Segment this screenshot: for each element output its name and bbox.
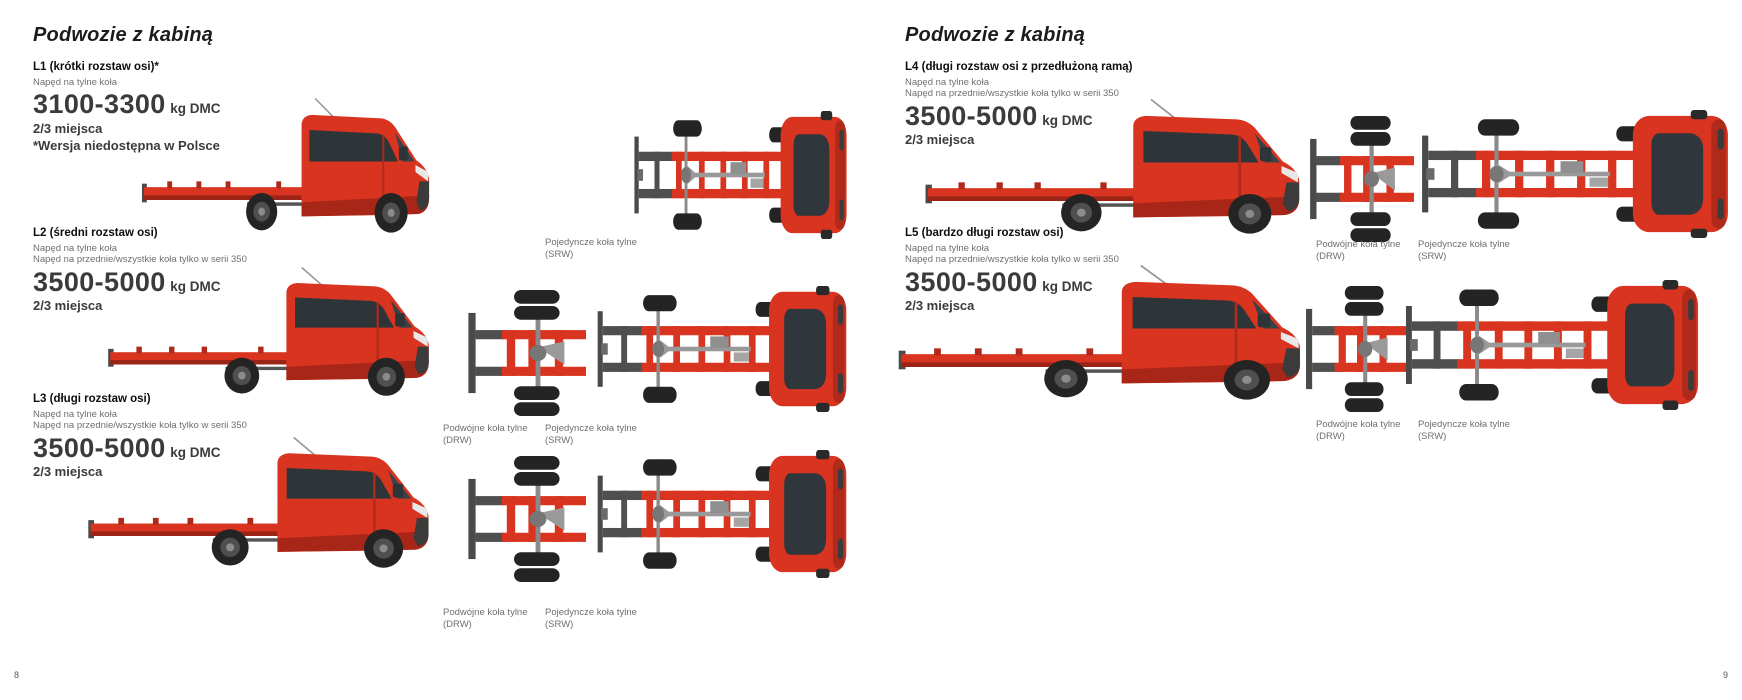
drive-line: Napęd na tylne koła (33, 243, 117, 254)
chassis-top-view-srw-l3 (597, 450, 847, 578)
chassis-side-view-l1 (140, 97, 431, 234)
drive-line: Napęd na tylne koła (905, 77, 989, 88)
gvw-value: 3500-5000 (33, 432, 166, 463)
chassis-side-view-l5 (897, 264, 1302, 402)
chassis-top-view-srw-l1 (634, 111, 847, 239)
caption-line: Podwójne koła tylne (443, 607, 528, 618)
drive-line: Napęd na przednie/wszystkie koła tylko w… (905, 254, 1119, 266)
chassis-top-view-drw-l3 (468, 456, 586, 582)
chassis-top-view-drw-l5 (1306, 286, 1406, 412)
drive-line: Napęd na tylne koła (33, 77, 117, 88)
chassis-side-view-l3 (87, 436, 430, 569)
variant-title: L2 (średni rozstaw osi) (33, 227, 158, 239)
gvw-unit: kg DMC (170, 278, 221, 294)
gvw-unit: kg DMC (1042, 112, 1093, 128)
variant-title: L1 (krótki rozstaw osi)* (33, 61, 159, 73)
chassis-top-view-srw-l4 (1422, 110, 1728, 238)
gvw-unit: kg DMC (170, 444, 221, 460)
seats-line: 2/3 miejsca (33, 120, 103, 136)
variant-block-l5: L5 (bardzo długi rozstaw osi) Napęd na t… (905, 227, 1119, 313)
drive-line: Napęd na tylne koła (905, 243, 989, 254)
gvw-unit: kg DMC (1042, 278, 1093, 294)
seats-line: 2/3 miejsca (33, 464, 103, 480)
caption-line: Pojedyncze koła tylne (545, 607, 637, 618)
chassis-side-view-l4 (924, 98, 1301, 235)
caption-line: (SRW) (545, 435, 574, 447)
caption-line: (SRW) (545, 619, 574, 631)
variant-title: L3 (długi rozstaw osi) (33, 393, 151, 405)
caption-line: (DRW) (443, 435, 472, 447)
seats-line: 2/3 miejsca (905, 298, 975, 314)
gvw-unit: kg DMC (170, 101, 221, 117)
availability-note: *Wersja niedostępna w Polsce (33, 137, 220, 153)
gvw-value: 3500-5000 (33, 266, 166, 297)
caption-line: Podwójne koła tylne (1316, 419, 1401, 430)
chassis-side-view-l2 (107, 266, 430, 397)
caption-line: Pojedyncze koła tylne (1418, 239, 1510, 250)
seats-line: 2/3 miejsca (33, 298, 103, 314)
caption-drw: Podwójne koła tylne (DRW) (1316, 419, 1401, 444)
drive-line: Napęd na tylne koła (33, 409, 117, 420)
drive-line: Napęd na przednie/wszystkie koła tylko w… (33, 420, 247, 432)
page-number-right: 9 (1723, 670, 1729, 680)
caption-drw: Podwójne koła tylne (DRW) (443, 423, 528, 448)
caption-line: Podwójne koła tylne (1316, 239, 1401, 250)
caption-line: (SRW) (1418, 251, 1447, 263)
gvw-line: 3500-5000 kg DMC (33, 434, 247, 462)
chassis-top-view-srw-l5 (1405, 280, 1699, 410)
caption-line: Pojedyncze koła tylne (545, 423, 637, 434)
variant-title: L4 (długi rozstaw osi z przedłużoną ramą… (905, 61, 1133, 73)
gvw-value: 3100-3300 (33, 89, 166, 120)
gvw-line: 3500-5000 kg DMC (33, 268, 247, 296)
variant-block-l4: L4 (długi rozstaw osi z przedłużoną ramą… (905, 61, 1132, 147)
variant-block-l3: L3 (długi rozstaw osi) Napęd na tylne ko… (33, 393, 247, 479)
caption-line: Pojedyncze koła tylne (1418, 419, 1510, 430)
caption-srw: Pojedyncze koła tylne (SRW) (545, 423, 637, 448)
caption-drw: Podwójne koła tylne (DRW) (1316, 239, 1401, 264)
caption-line: (DRW) (1316, 251, 1345, 263)
gvw-value: 3500-5000 (905, 266, 1038, 297)
caption-line: (DRW) (1316, 431, 1345, 443)
page-title: Podwozie z kabiną (905, 24, 1086, 46)
page-title: Podwozie z kabiną (33, 24, 214, 46)
caption-srw: Pojedyncze koła tylne (SRW) (1418, 419, 1510, 444)
chassis-top-view-srw-l2 (597, 286, 847, 412)
caption-line: Podwójne koła tylne (443, 423, 528, 434)
variant-block-l2: L2 (średni rozstaw osi) Napęd na tylne k… (33, 227, 247, 313)
caption-line: (DRW) (443, 619, 472, 631)
gvw-line: 3100-3300 kg DMC (33, 90, 220, 118)
caption-srw: Pojedyncze koła tylne (SRW) (1418, 239, 1510, 264)
chassis-top-view-drw-l4 (1310, 116, 1414, 242)
caption-line: (SRW) (545, 249, 574, 261)
caption-srw: Pojedyncze koła tylne (SRW) (545, 237, 637, 262)
gvw-line: 3500-5000 kg DMC (905, 268, 1119, 296)
gvw-line: 3500-5000 kg DMC (905, 102, 1132, 130)
variant-block-l1: L1 (krótki rozstaw osi)* Napęd na tylne … (33, 61, 220, 153)
caption-line: (SRW) (1418, 431, 1447, 443)
gvw-value: 3500-5000 (905, 100, 1038, 131)
drive-line: Napęd na przednie/wszystkie koła tylko w… (905, 88, 1119, 100)
page-number-left: 8 (14, 670, 20, 680)
chassis-top-view-drw-l2 (468, 290, 586, 416)
caption-drw: Podwójne koła tylne (DRW) (443, 607, 528, 632)
drive-line: Napęd na przednie/wszystkie koła tylko w… (33, 254, 247, 266)
caption-line: Pojedyncze koła tylne (545, 237, 637, 248)
seats-line: 2/3 miejsca (905, 132, 975, 148)
caption-srw: Pojedyncze koła tylne (SRW) (545, 607, 637, 632)
variant-title: L5 (bardzo długi rozstaw osi) (905, 227, 1064, 239)
